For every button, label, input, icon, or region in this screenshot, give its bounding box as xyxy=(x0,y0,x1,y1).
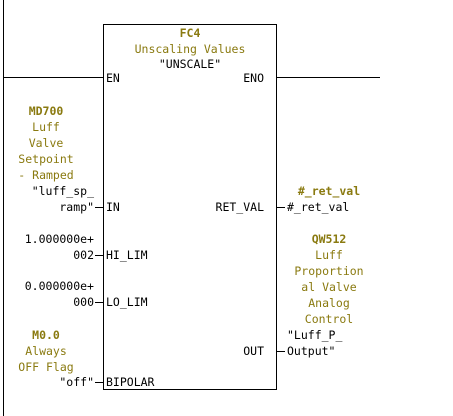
out-comment-4: Analog xyxy=(308,296,350,310)
in-symbol-2: ramp" xyxy=(59,200,94,214)
block-number: FC4 xyxy=(179,26,201,40)
hi-lim-value-2[interactable]: 002 xyxy=(73,248,94,262)
in-symbol-1: "luff_sp_ xyxy=(31,184,94,198)
in-address[interactable]: MD700 xyxy=(28,104,64,118)
bipolar-comment-1: Always xyxy=(25,344,67,358)
in-comment-3: Setpoint xyxy=(18,152,74,166)
out-symbol-2: Output" xyxy=(287,344,336,358)
left-power-rail xyxy=(3,0,4,416)
bipolar-comment-2: OFF Flag xyxy=(18,360,74,374)
pin-en: EN xyxy=(106,71,120,85)
bipolar-address[interactable]: M0.0 xyxy=(32,328,60,342)
bipolar-symbol: "off" xyxy=(59,375,94,389)
out-comment-1: Luff xyxy=(315,248,343,262)
function-block-box[interactable] xyxy=(103,24,277,390)
lo-lim-stub xyxy=(95,302,103,303)
in-comment-1: Luff xyxy=(32,120,60,134)
in-stub xyxy=(95,207,103,208)
pin-out: OUT xyxy=(243,344,264,358)
block-description: Unscaling Values xyxy=(134,42,246,56)
ret-val-operand: #_ret_val xyxy=(287,200,350,214)
ret-val-address[interactable]: #_ret_val xyxy=(297,184,361,198)
hi-lim-value-1[interactable]: 1.000000e+ xyxy=(24,232,94,246)
pin-bipolar: BIPOLAR xyxy=(106,375,155,389)
out-stub xyxy=(277,351,285,352)
block-symbol: "UNSCALE" xyxy=(158,57,222,71)
in-comment-2: Valve xyxy=(28,136,64,150)
out-comment-2: Proportion xyxy=(294,264,364,278)
out-symbol-1: "Luff_P_ xyxy=(287,328,343,342)
pin-hi-lim: HI_LIM xyxy=(106,248,148,262)
out-address[interactable]: QW512 xyxy=(311,232,347,246)
pin-in: IN xyxy=(106,200,120,214)
lo-lim-value-2[interactable]: 000 xyxy=(73,295,94,309)
hi-lim-stub xyxy=(95,255,103,256)
eno-wire xyxy=(277,77,380,78)
out-comment-3: al Valve xyxy=(301,280,357,294)
in-comment-4: - Ramped xyxy=(18,168,74,182)
out-comment-5: Control xyxy=(304,312,354,326)
pin-eno: ENO xyxy=(243,71,264,85)
ret-val-stub xyxy=(277,207,285,208)
bipolar-stub xyxy=(95,382,103,383)
lo-lim-value-1[interactable]: 0.000000e+ xyxy=(24,279,94,293)
pin-lo-lim: LO_LIM xyxy=(106,295,148,309)
pin-ret-val: RET_VAL xyxy=(215,200,264,214)
en-wire xyxy=(4,77,103,78)
